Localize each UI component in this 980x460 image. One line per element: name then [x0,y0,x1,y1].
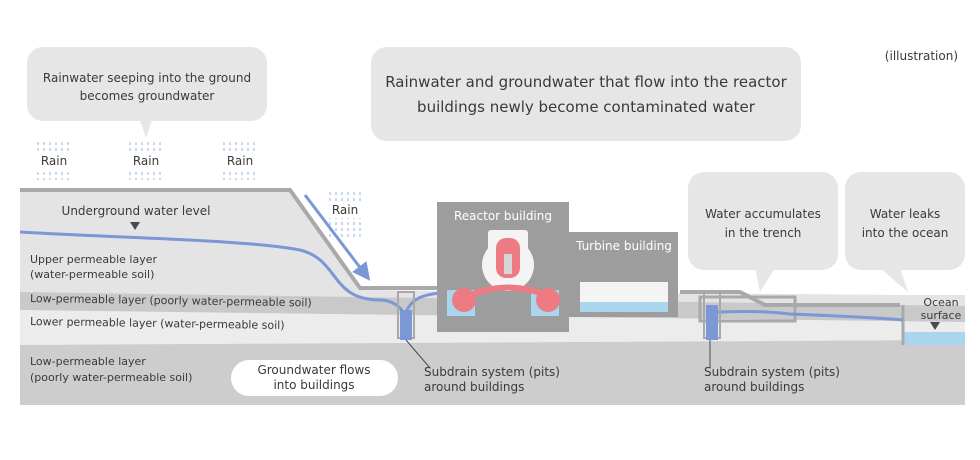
subdrain-pit-left [397,291,431,369]
ground-surface-line [20,188,440,290]
underground-water-level-label: Underground water level [62,204,211,218]
trench [698,295,797,323]
callout-contaminated-line1: Rainwater and groundwater that flow into… [385,73,787,91]
subdrain-right-line2: around buildings [704,380,804,394]
callout-leaks-line2: into the ocean [862,226,949,240]
upper-permeable-layer [20,190,965,306]
subdrain-left-line2: around buildings [424,380,524,394]
callout-seeping [27,47,267,138]
callout-seeping-line1: Rainwater seeping into the ground [43,71,251,85]
upper-layer-line2: (water-permeable soil) [30,268,154,281]
rain-runoff-arrow [303,194,371,281]
ocean-surface-line1: Ocean [923,296,958,309]
callout-leaks-line1: Water leaks [870,207,941,221]
ocean-water [903,332,965,345]
callout-contaminated [371,47,801,141]
rain-label-1: Rain [41,154,67,168]
upper-layer-line1: Upper permeable layer [30,253,157,266]
reactor-building-label: Reactor building [454,209,552,223]
groundwater-flows-pill [231,360,398,396]
lower-layer-label: Lower permeable layer (water-permeable s… [30,315,285,332]
callout-trench-line1: Water accumulates [705,207,821,221]
callout-trench [688,172,838,292]
groundwater-to-ocean [711,310,904,322]
water-level-marker-icon [130,222,140,230]
groundwater-flows-line2: into buildings [273,378,354,392]
underground-water-level-line [19,230,407,316]
rain-label-3: Rain [227,154,253,168]
rain-group-2 [129,142,163,180]
turbine-building-label: Turbine building [575,239,672,253]
callout-contaminated-line2: buildings newly become contaminated wate… [417,98,756,116]
subdrain-left-line1: Subdrain system (pits) [424,365,560,379]
rain-label-4: Rain [332,203,358,217]
rain-group-4 [329,192,363,240]
ocean-surface-line2: surface [921,309,962,322]
ocean-surface-marker-icon [930,322,940,330]
low-layer-2-line2: (poorly water-permeable soil) [30,371,192,384]
low-layer-2-line1: Low-permeable layer [30,355,146,368]
rain-group-1 [37,142,71,180]
callout-trench-line2: in the trench [725,226,802,240]
subdrain-right-line1: Subdrain system (pits) [704,365,840,379]
illustration-note: (illustration) [885,49,958,63]
turbine-building [569,232,678,317]
rain-label-2: Rain [133,154,159,168]
low-layer-1-label: Low-permeable layer (poorly water-permea… [30,292,312,309]
callout-leaks [845,172,965,292]
groundwater-flows-line1: Groundwater flows [257,363,370,377]
callout-seeping-line2: becomes groundwater [80,89,215,103]
reactor-building [437,202,569,332]
subdrain-pit-right [703,291,721,368]
rain-group-3 [223,142,257,180]
